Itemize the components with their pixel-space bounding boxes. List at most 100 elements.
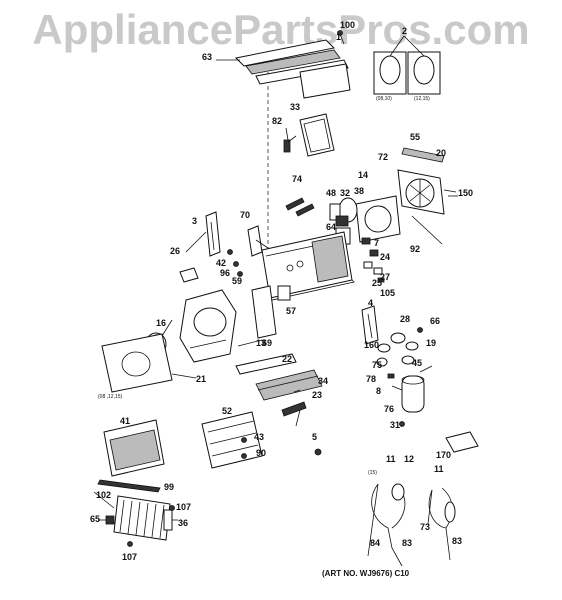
- part-22-cover[interactable]: [235, 353, 297, 375]
- callout-13: 13: [256, 338, 266, 348]
- part-36-bracket[interactable]: [163, 509, 173, 531]
- part-19-grommet[interactable]: [405, 341, 419, 351]
- part-76-compressor[interactable]: [401, 365, 433, 413]
- part-34-base-tray[interactable]: [255, 369, 323, 401]
- callout-76: 76: [384, 404, 394, 414]
- callout-11a: 11: [386, 454, 396, 464]
- part-33-panel[interactable]: [299, 113, 335, 157]
- callout-84: 84: [370, 538, 380, 548]
- part-70-bracket[interactable]: [247, 225, 263, 257]
- part-capillary-assembly-right[interactable]: [427, 487, 456, 561]
- callout-27: 27: [380, 272, 390, 282]
- callout-23: 23: [312, 390, 322, 400]
- callout-82: 82: [272, 116, 282, 126]
- callout-105: 105: [380, 288, 395, 298]
- part-7-knob[interactable]: [361, 237, 371, 245]
- callout-73: 73: [420, 522, 430, 532]
- part-107-fitting-b[interactable]: [127, 541, 133, 547]
- part-55-strip[interactable]: [401, 147, 445, 163]
- callout-34: 34: [318, 376, 328, 386]
- part-1-screw[interactable]: [337, 30, 345, 45]
- callout-102: 102: [96, 490, 111, 500]
- part-28-mount[interactable]: [390, 332, 406, 344]
- part-105-clip[interactable]: [377, 277, 385, 283]
- part-4-bracket[interactable]: [361, 305, 379, 345]
- callout-31: 31: [390, 420, 400, 430]
- callout-41: 41: [120, 416, 130, 426]
- callout-107b: 107: [122, 552, 137, 562]
- part-65-clip[interactable]: [105, 515, 115, 525]
- callout-57: 57: [286, 306, 296, 316]
- part-41-front-grille[interactable]: [103, 419, 165, 477]
- part-96-screw[interactable]: [233, 261, 239, 267]
- part-23-wedge[interactable]: [281, 401, 307, 417]
- art-number: (ART NO. WJ9676) C10: [322, 569, 410, 578]
- callout-16: 16: [156, 318, 166, 328]
- callout-64: 64: [326, 222, 336, 232]
- part-43-screw[interactable]: [241, 437, 247, 443]
- callout-8: 8: [376, 386, 381, 396]
- callout-labels: 63 100 1 2 33 82 55 20 72 150 14 74 48 3…: [90, 20, 473, 562]
- part-102-evaporator-coil[interactable]: [113, 495, 171, 541]
- part-48-bracket[interactable]: [335, 215, 349, 227]
- part-8-line[interactable]: [391, 385, 403, 391]
- part-3-bracket[interactable]: [205, 211, 221, 257]
- part-107-fitting-a[interactable]: [169, 505, 175, 511]
- part-42-screw[interactable]: [227, 249, 233, 255]
- part-27-switch[interactable]: [373, 267, 383, 275]
- part-31-screw[interactable]: [399, 421, 405, 427]
- callout-22: 22: [282, 354, 292, 364]
- callout-170: 170: [436, 450, 451, 460]
- part-66-nut[interactable]: [417, 327, 423, 333]
- part-82-clip[interactable]: [283, 127, 291, 153]
- callout-63: 63: [202, 52, 212, 62]
- part-32-mount[interactable]: [329, 203, 341, 221]
- callout-11b: 11: [434, 464, 444, 474]
- callout-20: 20: [436, 148, 446, 158]
- part-160-mount[interactable]: [377, 343, 391, 353]
- callout-25: 25: [372, 278, 382, 288]
- part-25-switch[interactable]: [363, 261, 373, 269]
- part-99-strip[interactable]: [97, 479, 161, 493]
- part-45-grommet[interactable]: [401, 355, 415, 365]
- callout-14: 14: [358, 170, 368, 180]
- callout-83b: 83: [452, 536, 462, 546]
- callout-3: 3: [192, 216, 197, 226]
- note-08-10: (08,10): [376, 96, 392, 102]
- part-20-condenser-shroud[interactable]: [397, 169, 457, 215]
- callout-59: 59: [232, 276, 242, 286]
- callout-21: 21: [196, 374, 206, 384]
- callout-75: 75: [372, 360, 382, 370]
- callout-65: 65: [90, 514, 100, 524]
- callout-74: 74: [292, 174, 302, 184]
- part-5-screw[interactable]: [314, 448, 322, 456]
- callout-107a: 107: [176, 502, 191, 512]
- callout-48: 48: [326, 188, 336, 198]
- part-14-orifice-plate[interactable]: [355, 195, 401, 243]
- part-69-panel[interactable]: [251, 285, 277, 339]
- callout-83a: 83: [402, 538, 412, 548]
- part-21-scroll-plate[interactable]: [101, 333, 173, 393]
- part-capillary-assembly-left[interactable]: [367, 483, 406, 567]
- part-59-screw[interactable]: [237, 271, 243, 277]
- part-63-top-rail[interactable]: [234, 39, 351, 99]
- callout-33: 33: [290, 102, 300, 112]
- part-90-screw[interactable]: [241, 453, 247, 459]
- callout-43: 43: [254, 432, 264, 442]
- part-24-knob[interactable]: [369, 249, 379, 257]
- callout-1: 1: [336, 32, 341, 42]
- part-2-capacitors[interactable]: [373, 35, 441, 95]
- callout-70: 70: [240, 210, 250, 220]
- part-170-bracket[interactable]: [445, 431, 479, 453]
- part-78-clip[interactable]: [387, 373, 395, 379]
- part-13-blower-scroll[interactable]: [179, 289, 237, 363]
- callout-36: 36: [178, 518, 188, 528]
- callout-42: 42: [216, 258, 226, 268]
- part-26-pad[interactable]: [179, 267, 199, 283]
- callout-99: 99: [164, 482, 174, 492]
- part-52-evaporator-bracket[interactable]: [201, 411, 263, 469]
- part-74-bars[interactable]: [285, 197, 315, 217]
- part-57-bracket[interactable]: [277, 285, 291, 301]
- part-75-grommet[interactable]: [376, 357, 388, 367]
